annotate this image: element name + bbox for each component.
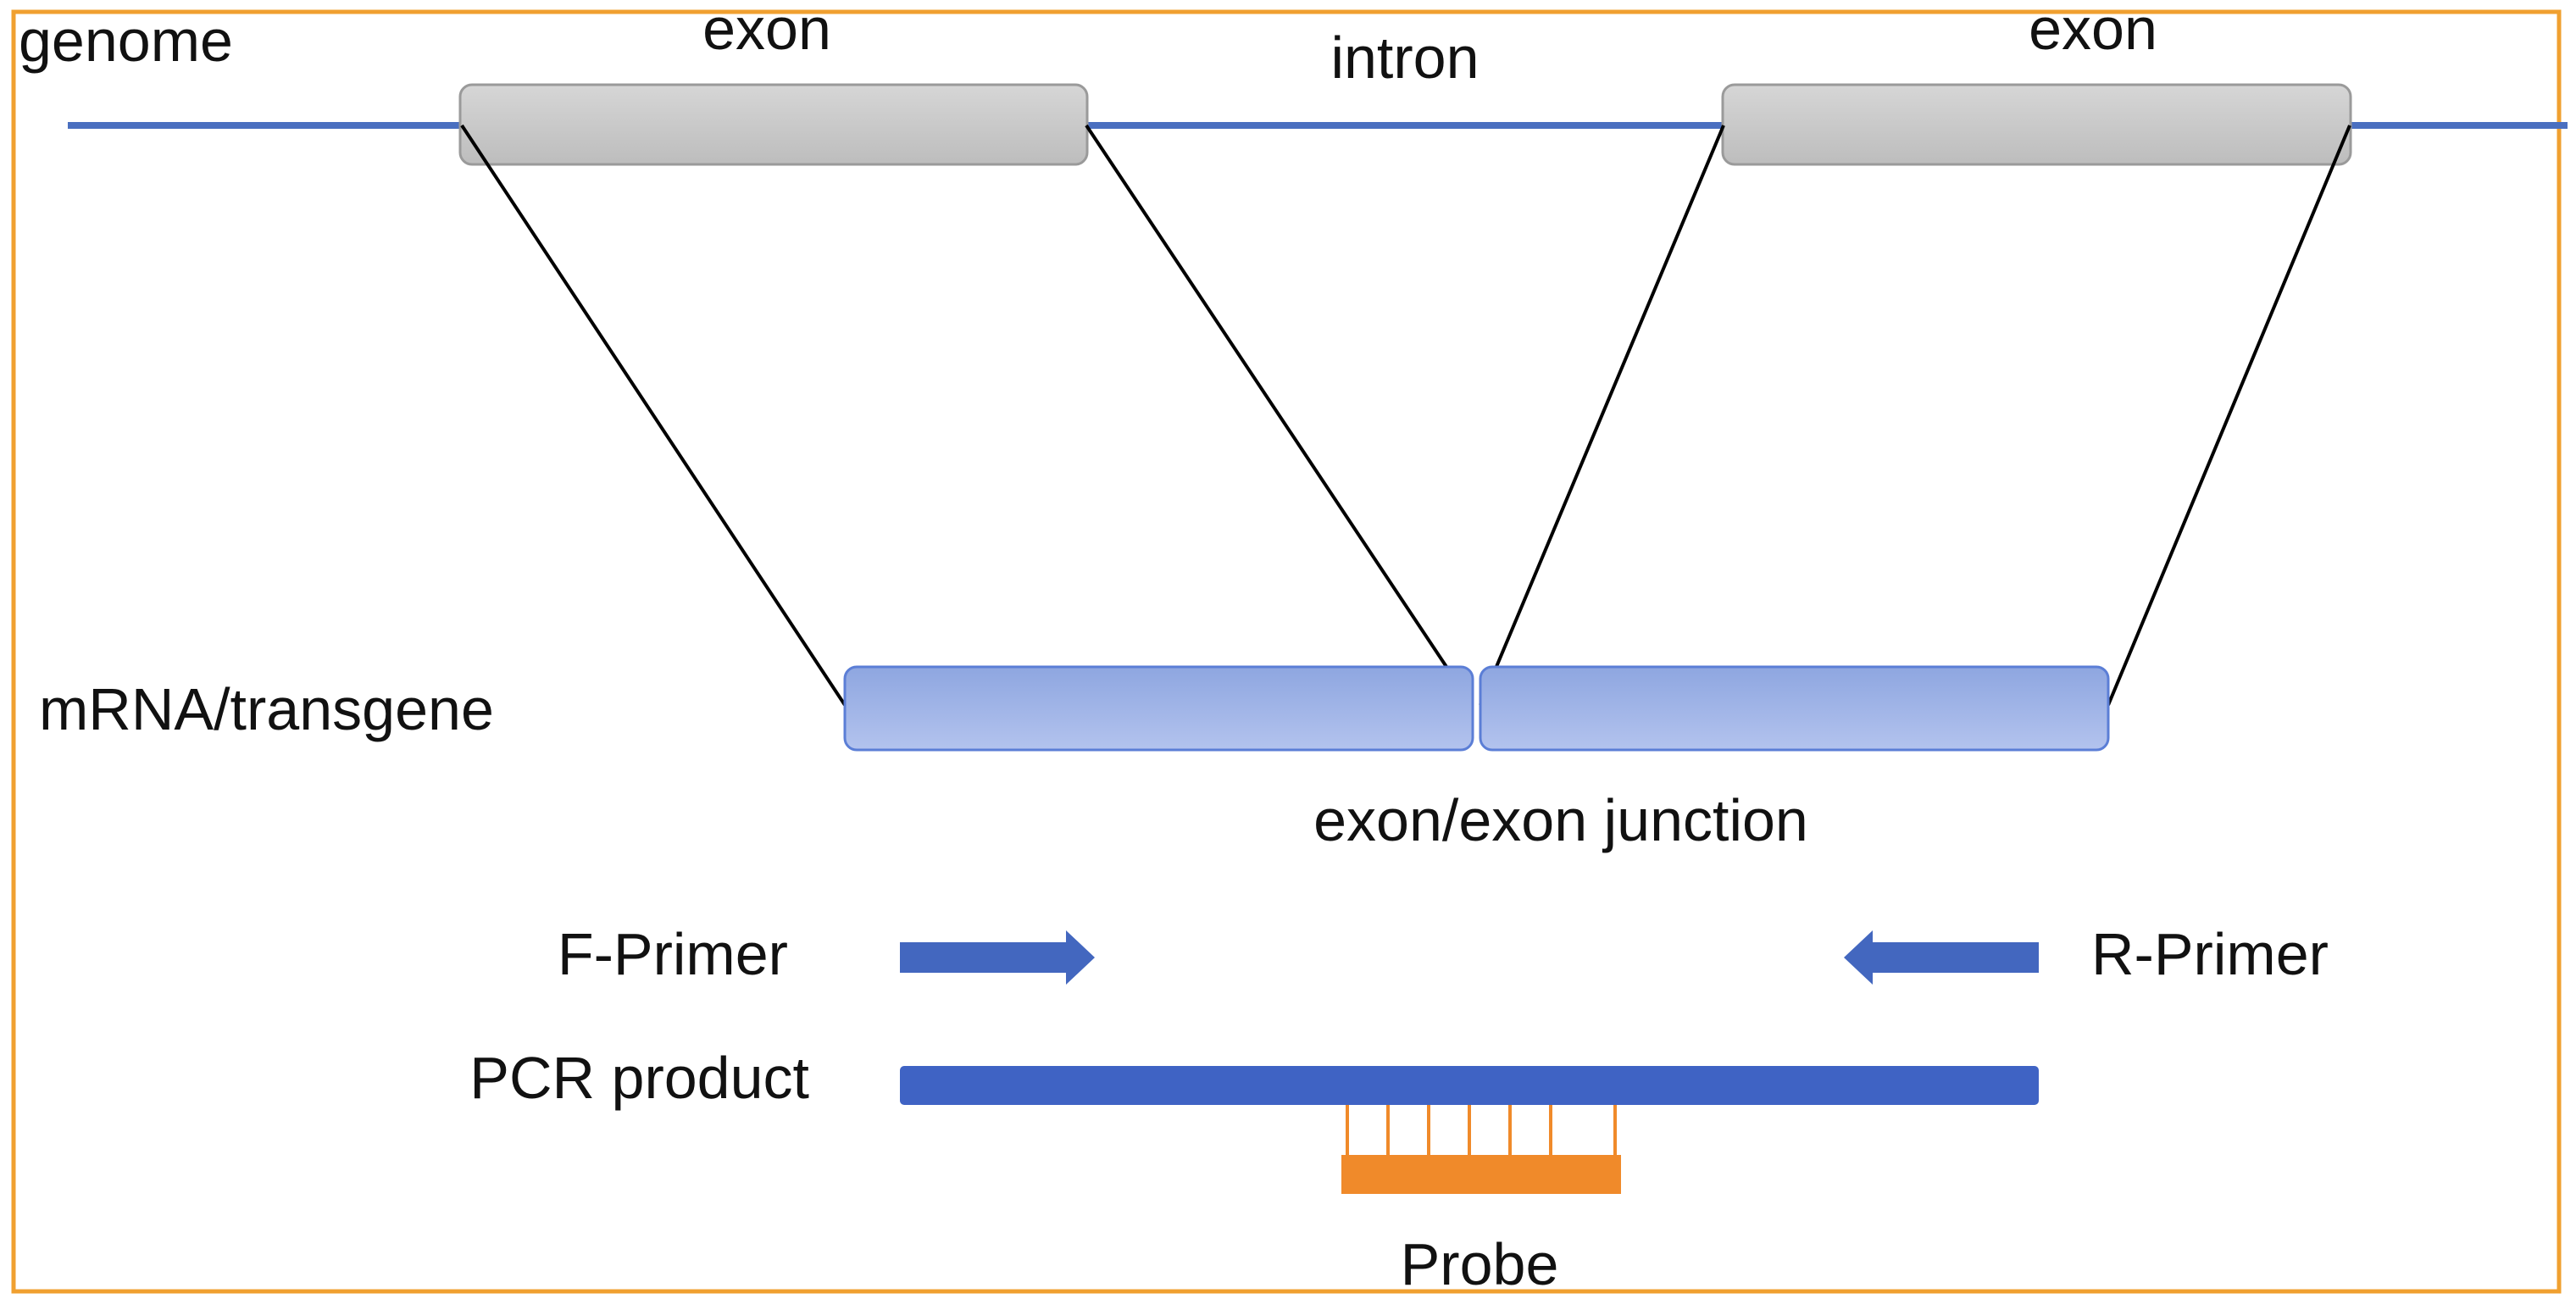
pcr-product-label: PCR product [469, 1045, 809, 1111]
splice-connectors [460, 124, 2351, 707]
figure-frame [11, 9, 2562, 1294]
mrna-transgene-label: mRNA/transgene [39, 676, 494, 742]
r-primer-label: R-Primer [2091, 921, 2329, 987]
connector-exon1-end [1085, 124, 1474, 707]
genome-label: genome [19, 8, 233, 74]
probe-teeth [1346, 1105, 1617, 1157]
pcr-product-bar [900, 1066, 2039, 1105]
connector-exon2-end [2107, 125, 2351, 706]
connector-exon1-start [460, 124, 847, 707]
probe [1341, 1105, 1621, 1194]
mrna-exon-left [843, 665, 1474, 752]
exon-left-label: exon [702, 0, 831, 62]
reverse-primer-arrow [1844, 930, 2039, 985]
exon-right-label: exon [2029, 0, 2157, 62]
probe-bar [1341, 1155, 1621, 1194]
genome-exon-left [458, 83, 1089, 166]
genome-exon-right [1721, 83, 2352, 166]
mrna-exon-right [1479, 665, 2110, 752]
forward-primer-arrow [900, 930, 1095, 985]
intron-label: intron [1330, 25, 1479, 91]
exon-junction-label: exon/exon junction [1313, 787, 1808, 853]
f-primer-label: F-Primer [558, 921, 788, 987]
connector-exon2-start [1479, 125, 1725, 706]
probe-label: Probe [1401, 1231, 1559, 1297]
